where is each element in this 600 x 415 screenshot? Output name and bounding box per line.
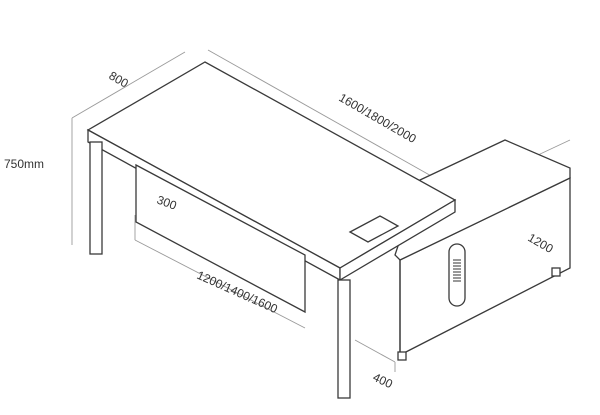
cable-tray-icon bbox=[348, 215, 400, 243]
dim-length: 1600/1800/2000 bbox=[337, 90, 419, 146]
dim-return-depth: 400 bbox=[371, 370, 395, 391]
desk-legs bbox=[89, 141, 351, 399]
dim-panel-height: 300 bbox=[155, 193, 179, 213]
return-cabinet bbox=[394, 139, 571, 361]
dim-height: 750mm bbox=[4, 157, 44, 171]
dimension-lines bbox=[71, 49, 571, 372]
dim-depth: 800 bbox=[107, 68, 132, 90]
modesty-panel bbox=[135, 163, 306, 314]
